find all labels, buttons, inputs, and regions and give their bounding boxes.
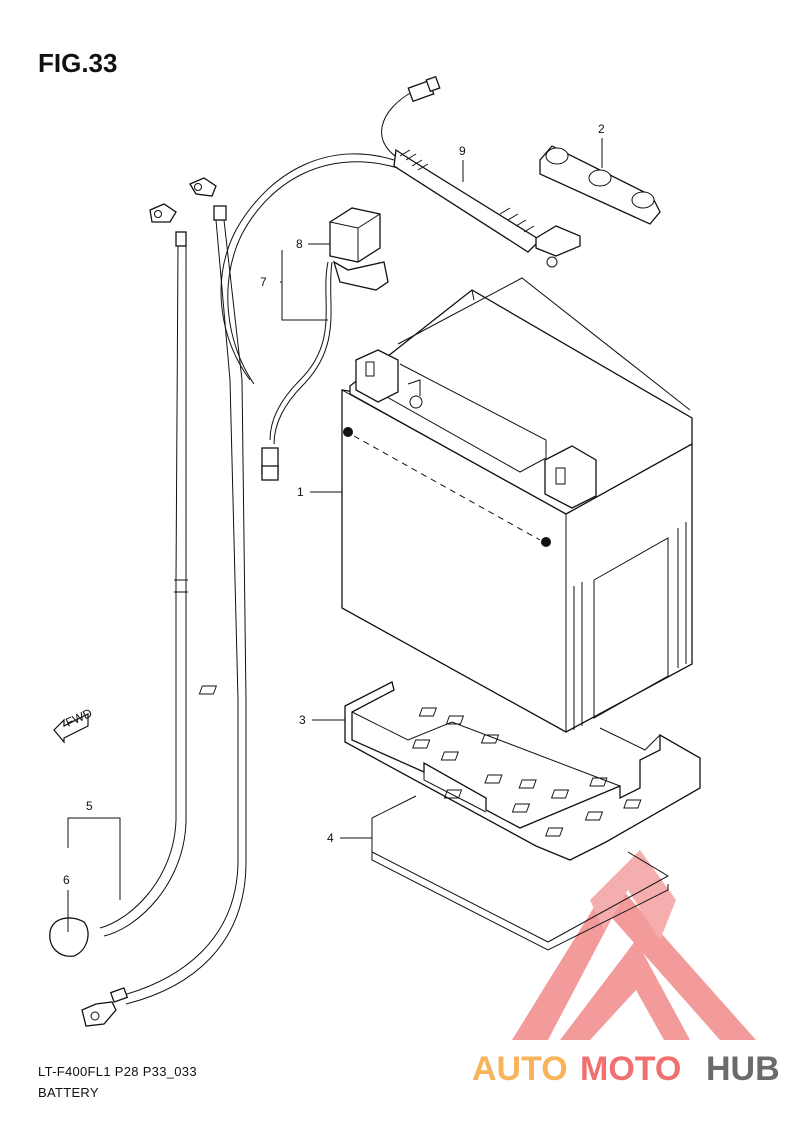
watermark-auto: AUTO (472, 1050, 568, 1088)
watermark-moto: MOTO (580, 1050, 681, 1088)
fwd-arrow-icon: FWD (53, 706, 94, 744)
callout-5: 5 (86, 799, 93, 813)
callout-6: 6 (63, 873, 70, 887)
starter-relay (261, 207, 389, 481)
watermark-hub: HUB (706, 1050, 780, 1088)
figure-title: FIG.33 (38, 48, 118, 78)
callout-8: 8 (296, 237, 303, 251)
callout-3: 3 (299, 713, 306, 727)
rubber-cover (539, 145, 661, 225)
watermark-logo (512, 850, 756, 1040)
callout-numbers: 1 2 3 4 5 6 7 8 9 (63, 122, 605, 887)
tray-slots (198, 685, 642, 837)
figure-code: LT-F400FL1 P28 P33_033 (38, 1064, 197, 1079)
battery-pad (371, 795, 670, 951)
battery-cables (49, 177, 247, 1027)
watermark-text: AUTO MOTO HUB (472, 1050, 780, 1088)
callout-1: 1 (297, 485, 304, 499)
callout-7: 7 (260, 275, 267, 289)
wire-harness (220, 75, 581, 385)
figure-name: BATTERY (38, 1085, 99, 1100)
battery-tray (198, 681, 701, 861)
callout-2: 2 (598, 122, 605, 136)
callout-4: 4 (327, 831, 334, 845)
leader-lines (67, 138, 603, 932)
battery (341, 277, 693, 733)
callout-9: 9 (459, 144, 466, 158)
